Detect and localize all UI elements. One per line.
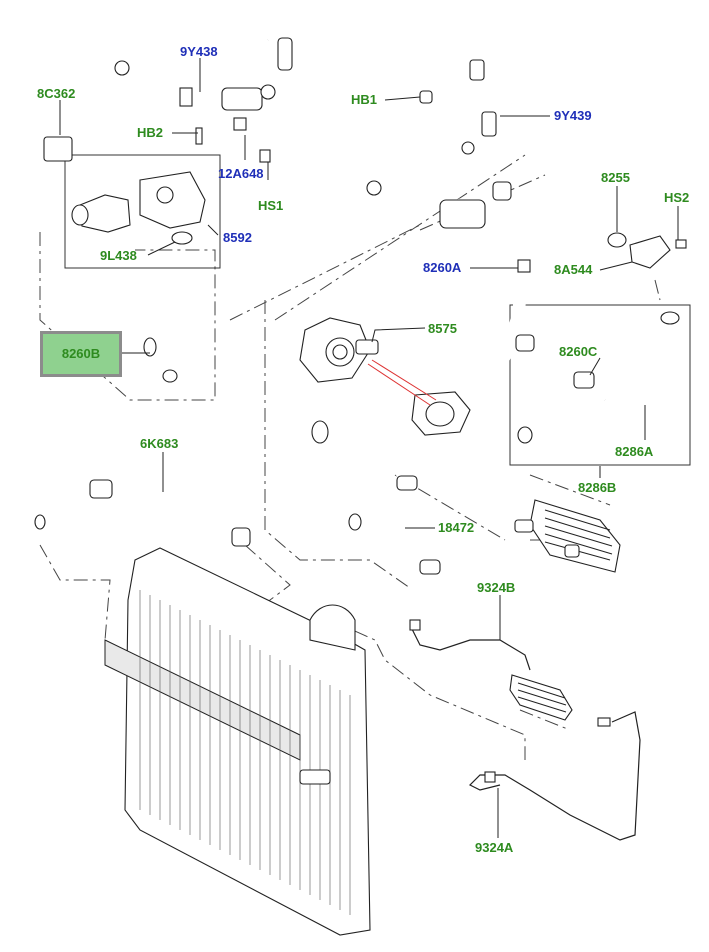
fittings-8255 bbox=[607, 232, 687, 269]
hose-6k683-drawing bbox=[34, 479, 251, 547]
fittings-top bbox=[43, 90, 433, 163]
leader-lines bbox=[59, 58, 679, 838]
label-6k683: 6K683 bbox=[140, 436, 178, 451]
assembly-dash-lines bbox=[39, 154, 661, 760]
thermostat-8592-drawing bbox=[71, 171, 206, 245]
label-8260c: 8260C bbox=[559, 344, 598, 359]
pump-8575-drawing bbox=[299, 317, 471, 436]
label-8286a: 8286A bbox=[615, 444, 654, 459]
label-8a544: 8A544 bbox=[554, 262, 593, 277]
group-box-8592 bbox=[64, 154, 221, 269]
label-9y438: 9Y438 bbox=[180, 44, 218, 59]
label-hs1: HS1 bbox=[258, 198, 283, 213]
label-8286b: 8286B bbox=[578, 480, 616, 495]
red-leader-line-a bbox=[367, 363, 431, 406]
hose-8260c-drawing bbox=[517, 371, 595, 444]
pipe-9324a-drawing bbox=[468, 711, 641, 841]
hose-8260b-drawing bbox=[143, 328, 209, 383]
hose-8260a-drawing bbox=[438, 181, 535, 415]
label-hs2: HS2 bbox=[664, 190, 689, 205]
highlight-box-8260b bbox=[40, 331, 122, 377]
label-9l438: 9L438 bbox=[100, 248, 137, 263]
label-9y439: 9Y439 bbox=[554, 108, 592, 123]
radiator-drawing bbox=[104, 547, 371, 936]
hose-9y438-drawing bbox=[114, 60, 382, 196]
label-8260a: 8260A bbox=[423, 260, 462, 275]
hose-9y439-drawing bbox=[265, 19, 505, 155]
part-labels: 9Y438 8C362 HB2 12A648 HS1 8592 9L438 HB… bbox=[37, 44, 689, 855]
label-8575: 8575 bbox=[428, 321, 457, 336]
group-box-8286 bbox=[509, 304, 691, 466]
hose-18472-drawing bbox=[348, 513, 441, 575]
pipe-9324b-drawing bbox=[409, 619, 611, 727]
red-leader-line-b bbox=[371, 359, 437, 401]
cooler-8286b-drawing bbox=[514, 499, 621, 573]
label-12a648: 12A648 bbox=[218, 166, 264, 181]
label-8c362: 8C362 bbox=[37, 86, 75, 101]
label-9324a: 9324A bbox=[475, 840, 514, 855]
label-8255: 8255 bbox=[601, 170, 630, 185]
hose-lower-pump-drawing bbox=[311, 399, 418, 491]
hose-8286a-drawing bbox=[601, 311, 684, 416]
label-hb2: HB2 bbox=[137, 125, 163, 140]
label-8592: 8592 bbox=[223, 230, 252, 245]
label-18472: 18472 bbox=[438, 520, 474, 535]
label-hb1: HB1 bbox=[351, 92, 377, 107]
label-8260b[interactable]: 8260B bbox=[61, 346, 101, 361]
label-9324b: 9324B bbox=[477, 580, 515, 595]
